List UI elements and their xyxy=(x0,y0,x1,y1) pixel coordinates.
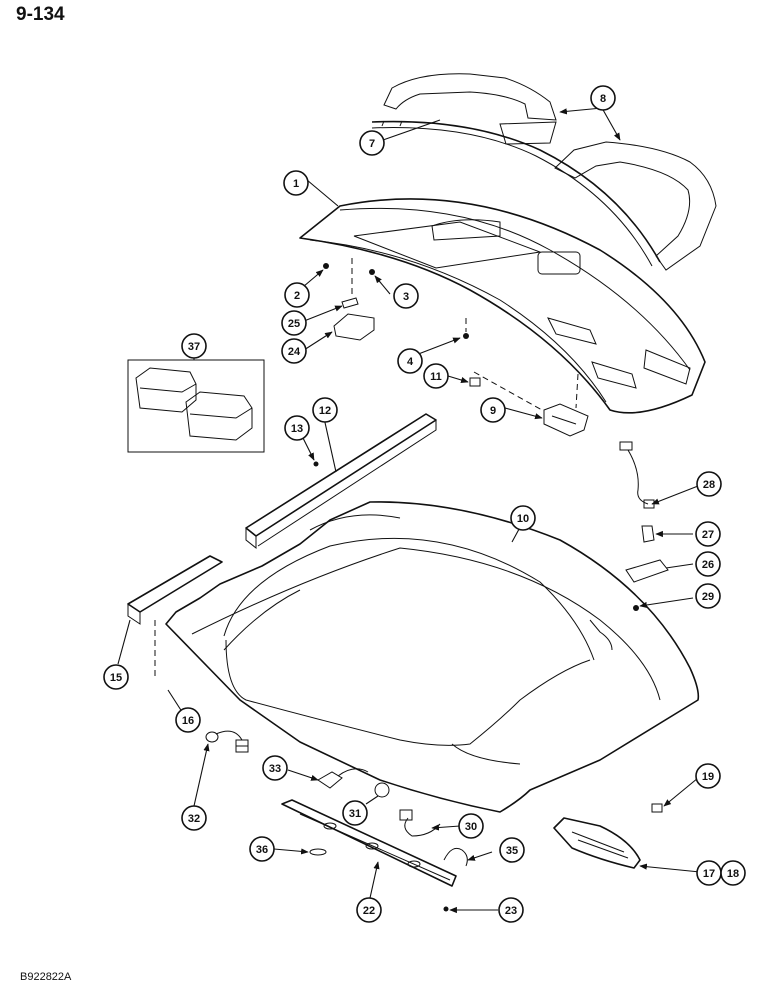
callout-29: 29 xyxy=(695,583,721,609)
rail-15-part xyxy=(127,555,223,625)
callout-36: 36 xyxy=(249,836,275,862)
svg-text:37: 37 xyxy=(188,341,200,353)
svg-text:4: 4 xyxy=(407,356,414,368)
switch-bracket-parts xyxy=(625,525,669,583)
svg-text:24: 24 xyxy=(288,346,301,358)
page-number: 9-134 xyxy=(16,4,65,25)
foam-block-2 xyxy=(185,391,253,441)
svg-text:36: 36 xyxy=(256,844,268,856)
svg-text:26: 26 xyxy=(702,559,714,571)
callout-25: 25 xyxy=(281,310,307,336)
screw-parts xyxy=(313,263,639,912)
seal-right-part xyxy=(554,141,717,271)
svg-text:8: 8 xyxy=(600,93,606,105)
callout-33: 33 xyxy=(262,755,288,781)
seal-left-part xyxy=(383,73,557,145)
svg-text:11: 11 xyxy=(430,371,442,383)
svg-text:7: 7 xyxy=(369,138,375,150)
callout-16: 16 xyxy=(175,707,201,733)
svg-text:28: 28 xyxy=(703,479,715,491)
svg-text:3: 3 xyxy=(403,291,409,303)
cover-17-18-part xyxy=(553,803,663,869)
svg-text:18: 18 xyxy=(727,868,739,880)
svg-text:33: 33 xyxy=(269,763,281,775)
harness-28-part xyxy=(619,441,655,509)
rail-12-part xyxy=(245,413,437,550)
callout-7: 7 xyxy=(359,130,385,156)
svg-text:10: 10 xyxy=(517,513,529,525)
connector-parts xyxy=(317,768,390,798)
callout-12: 12 xyxy=(312,397,338,423)
svg-text:30: 30 xyxy=(465,821,477,833)
alignment-lines xyxy=(154,258,579,676)
callout-30: 30 xyxy=(458,813,484,839)
callout-32: 32 xyxy=(181,805,207,831)
callout-23: 23 xyxy=(498,897,524,923)
callout-1: 1 xyxy=(283,170,309,196)
svg-text:19: 19 xyxy=(702,771,714,783)
callout-18: 18 xyxy=(720,860,746,886)
callout-9: 9 xyxy=(480,397,506,423)
callout-22: 22 xyxy=(356,897,382,923)
light-assembly-part xyxy=(543,403,589,437)
svg-text:27: 27 xyxy=(702,529,714,541)
callout-17: 17 xyxy=(696,860,722,886)
callout-15: 15 xyxy=(103,664,129,690)
callout-3: 3 xyxy=(393,283,419,309)
svg-text:16: 16 xyxy=(182,715,194,727)
callout-8: 8 xyxy=(590,85,616,111)
callout-31: 31 xyxy=(342,800,368,826)
svg-text:35: 35 xyxy=(506,845,518,857)
callout-11: 11 xyxy=(423,363,449,389)
svg-text:13: 13 xyxy=(291,423,303,435)
svg-text:15: 15 xyxy=(110,672,122,684)
headliner-part xyxy=(165,501,700,813)
dome-lamp-part xyxy=(333,297,375,341)
harness-32-part xyxy=(205,730,249,753)
callout-13: 13 xyxy=(284,415,310,441)
svg-text:22: 22 xyxy=(363,905,375,917)
svg-text:17: 17 xyxy=(703,868,715,880)
drawing-code: B922822A xyxy=(20,971,72,983)
callout-19: 19 xyxy=(695,763,721,789)
callout-35: 35 xyxy=(499,837,525,863)
console-strip-part xyxy=(281,799,457,887)
callout-37: 37 xyxy=(181,333,207,359)
roof-upper-panel-part xyxy=(299,198,706,414)
svg-text:2: 2 xyxy=(294,290,300,302)
svg-text:32: 32 xyxy=(188,813,200,825)
svg-text:31: 31 xyxy=(349,808,361,820)
foam-block-1 xyxy=(135,367,197,413)
svg-text:25: 25 xyxy=(288,318,300,330)
svg-text:1: 1 xyxy=(293,178,299,190)
foam-kit-box xyxy=(127,359,265,453)
callout-28: 28 xyxy=(696,471,722,497)
svg-text:23: 23 xyxy=(505,905,517,917)
callout-24: 24 xyxy=(281,338,307,364)
callout-26: 26 xyxy=(695,551,721,577)
svg-text:9: 9 xyxy=(490,405,496,417)
svg-text:12: 12 xyxy=(319,405,331,417)
callout-2: 2 xyxy=(284,282,310,308)
svg-text:29: 29 xyxy=(702,591,714,603)
callout-27: 27 xyxy=(695,521,721,547)
callout-4: 4 xyxy=(397,348,423,374)
callout-10: 10 xyxy=(510,505,536,531)
